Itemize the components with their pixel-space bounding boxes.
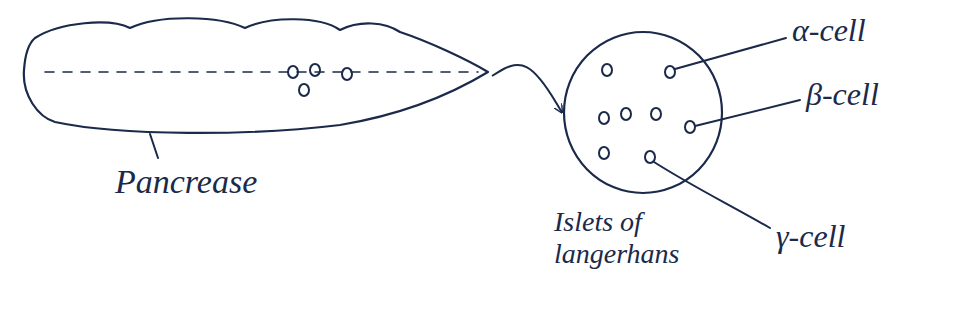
islet-cell [651,108,661,120]
islet-cell [621,108,631,120]
islet-dot [299,84,309,96]
cell-label: γ-cell [776,218,845,255]
organ-label: Pancrease [115,162,335,201]
organ-outline [24,18,488,133]
islet-cell [599,147,609,159]
structure-label: Islets of langerhans [554,206,726,270]
islet-dot [288,66,298,78]
islet-cell [665,66,675,78]
islet-dot [342,68,352,80]
pointer-arrow [492,65,562,112]
islet-circle: Islets of langerhans [562,30,724,195]
islet-cell [602,64,612,76]
pancreas-outline [22,12,492,140]
islet-outline [564,32,722,193]
islet-cell [599,112,609,124]
pancreas-outline: Pancrease [22,12,492,140]
islet-dot [310,64,320,76]
pancreas-axis [45,71,478,73]
cell-label: α-cell [792,12,866,49]
leader-line [150,134,158,158]
leader-line [654,162,770,228]
islet-cell [685,121,695,133]
leader-line [675,38,786,69]
islet-circle [562,30,724,195]
cell-label: β-cell [806,76,879,113]
leader-line [695,100,800,126]
